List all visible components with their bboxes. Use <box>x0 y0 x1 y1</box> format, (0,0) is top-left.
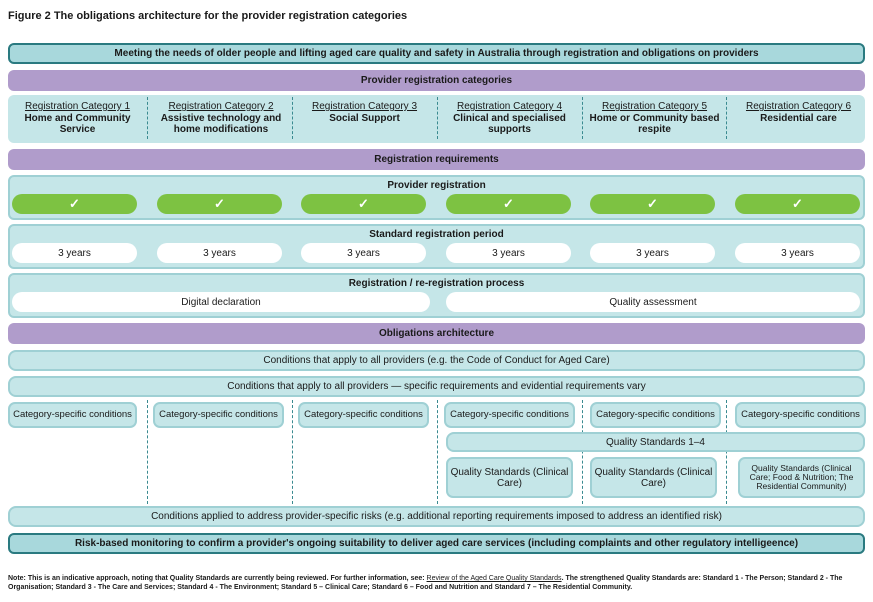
category-label: Registration Category 5 <box>601 101 708 112</box>
check-pill: ✓ <box>301 194 426 214</box>
category-name: Residential care <box>760 113 837 124</box>
conditions-provider-specific: Conditions applied to address provider-s… <box>8 506 865 527</box>
footnote: Note: This is an indicative approach, no… <box>8 574 868 592</box>
digital-declaration-pill: Digital declaration <box>12 292 430 312</box>
period-pill: 3 years <box>446 243 571 263</box>
category-specific-conditions: Category-specific conditions <box>735 402 866 428</box>
category-specific-conditions: Category-specific conditions <box>298 402 429 428</box>
conditions-all-providers-code: Conditions that apply to all providers (… <box>8 350 865 371</box>
category-specific-conditions: Category-specific conditions <box>8 402 137 428</box>
column-divider <box>726 97 727 139</box>
category-label: Registration Category 4 <box>456 101 563 112</box>
provider-registration-panel <box>8 175 865 220</box>
check-pill: ✓ <box>12 194 137 214</box>
category-4: Registration Category 4 Clinical and spe… <box>442 101 577 135</box>
period-pill: 3 years <box>301 243 426 263</box>
column-divider <box>147 400 148 504</box>
quality-assessment-pill: Quality assessment <box>446 292 860 312</box>
quality-standards-residential-box: Quality Standards (Clinical Care; Food &… <box>738 457 865 498</box>
categories-panel <box>8 95 865 143</box>
category-3: Registration Category 3 Social Support <box>297 101 432 124</box>
category-name: Home or Community based respite <box>589 113 720 135</box>
category-2: Registration Category 2 Assistive techno… <box>152 101 290 135</box>
column-divider <box>147 97 148 139</box>
footnote-suffix: . The strengthened Quality Standards are… <box>8 575 843 591</box>
registration-period-heading: Standard registration period <box>369 229 504 240</box>
category-name: Assistive technology and home modificati… <box>160 113 282 135</box>
check-pill: ✓ <box>446 194 571 214</box>
provider-categories-header: Provider registration categories <box>8 70 865 91</box>
column-divider <box>292 97 293 139</box>
check-pill: ✓ <box>735 194 860 214</box>
category-1: Registration Category 1 Home and Communi… <box>10 101 145 135</box>
footnote-link[interactable]: Review of the Aged Care Quality Standard… <box>426 575 562 582</box>
column-divider <box>582 97 583 139</box>
category-name: Home and Community Service <box>24 113 131 135</box>
column-divider <box>726 400 727 504</box>
category-specific-conditions: Category-specific conditions <box>444 402 575 428</box>
quality-standards-clinical-box: Quality Standards (Clinical Care) <box>446 457 573 498</box>
quality-standards-1-4-bar: Quality Standards 1–4 <box>446 432 865 452</box>
category-name: Clinical and specialised supports <box>453 113 566 135</box>
period-pill: 3 years <box>12 243 137 263</box>
category-label: Registration Category 3 <box>311 101 418 112</box>
check-pill: ✓ <box>157 194 282 214</box>
figure-title: Figure 2 The obligations architecture fo… <box>8 10 408 22</box>
provider-registration-heading: Provider registration <box>387 180 486 191</box>
registration-requirements-header: Registration requirements <box>8 149 865 170</box>
column-divider <box>292 400 293 504</box>
quality-standards-clinical-box: Quality Standards (Clinical Care) <box>590 457 717 498</box>
category-name: Social Support <box>329 113 400 124</box>
top-banner: Meeting the needs of older people and li… <box>8 43 865 64</box>
category-specific-conditions: Category-specific conditions <box>590 402 721 428</box>
bottom-banner: Risk-based monitoring to confirm a provi… <box>8 533 865 554</box>
column-divider <box>437 97 438 139</box>
category-label: Registration Category 2 <box>168 101 274 112</box>
column-divider <box>582 400 583 504</box>
period-pill: 3 years <box>157 243 282 263</box>
registration-process-heading: Registration / re-registration process <box>348 278 525 289</box>
conditions-all-providers-vary: Conditions that apply to all providers —… <box>8 376 865 397</box>
category-6: Registration Category 6 Residential care <box>731 101 866 124</box>
check-pill: ✓ <box>590 194 715 214</box>
column-divider <box>437 400 438 504</box>
category-5: Registration Category 5 Home or Communit… <box>587 101 722 135</box>
category-label: Registration Category 6 <box>745 101 852 112</box>
period-pill: 3 years <box>735 243 860 263</box>
obligations-header: Obligations architecture <box>8 323 865 344</box>
category-label: Registration Category 1 <box>24 101 131 112</box>
footnote-prefix: Note: This is an indicative approach, no… <box>8 575 427 582</box>
period-pill: 3 years <box>590 243 715 263</box>
category-specific-conditions: Category-specific conditions <box>153 402 284 428</box>
registration-period-panel <box>8 224 865 269</box>
